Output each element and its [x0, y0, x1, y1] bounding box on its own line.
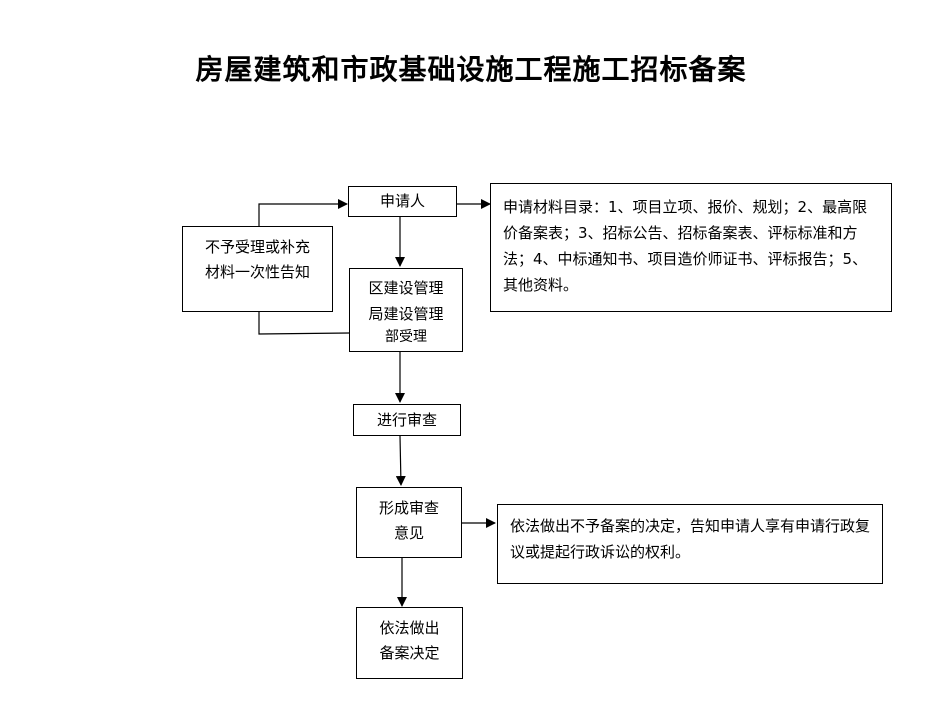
- page-title: 房屋建筑和市政基础设施工程施工招标备案: [195, 53, 747, 86]
- accept-line-3: 部受理: [385, 329, 427, 345]
- reject-box: 不予受理或补充 材料一次性告知: [182, 226, 333, 312]
- reject-line-1: 不予受理或补充: [204, 238, 310, 256]
- opinion-line-1: 形成审查: [378, 499, 439, 517]
- arrow-review-to-opinion: [395, 435, 406, 486]
- decision-line-2: 备案决定: [379, 644, 440, 662]
- applicant-label: 申请人: [379, 192, 425, 210]
- review-label: 进行审查: [376, 411, 437, 429]
- materials-text: 申请材料目录：1、项目立项、报价、规划；2、最高限价备案表；3、招标公告、招标备…: [503, 198, 868, 294]
- materials-box: 申请材料目录：1、项目立项、报价、规划；2、最高限价备案表；3、招标公告、招标备…: [490, 183, 892, 312]
- deny-text: 依法做出不予备案的决定，告知申请人享有申请行政复议或提起行政诉讼的权利。: [510, 517, 871, 561]
- accept-box: 区建设管理 局建设管理 部受理: [349, 268, 463, 352]
- decision-box: 依法做出 备案决定: [356, 607, 463, 679]
- accept-line-1: 区建设管理: [368, 279, 444, 297]
- reject-line-2: 材料一次性告知: [204, 263, 310, 281]
- opinion-line-2: 意见: [393, 524, 424, 542]
- review-box: 进行审查: [353, 404, 461, 436]
- deny-box: 依法做出不予备案的决定，告知申请人享有申请行政复议或提起行政诉讼的权利。: [497, 504, 883, 584]
- decision-line-1: 依法做出: [379, 619, 440, 637]
- line-accept-to-reject: [258, 312, 350, 335]
- opinion-box: 形成审查 意见: [356, 487, 462, 558]
- accept-line-2: 局建设管理: [368, 305, 444, 323]
- arrow-reject-to-applicant: [258, 199, 348, 226]
- applicant-box: 申请人: [348, 186, 457, 217]
